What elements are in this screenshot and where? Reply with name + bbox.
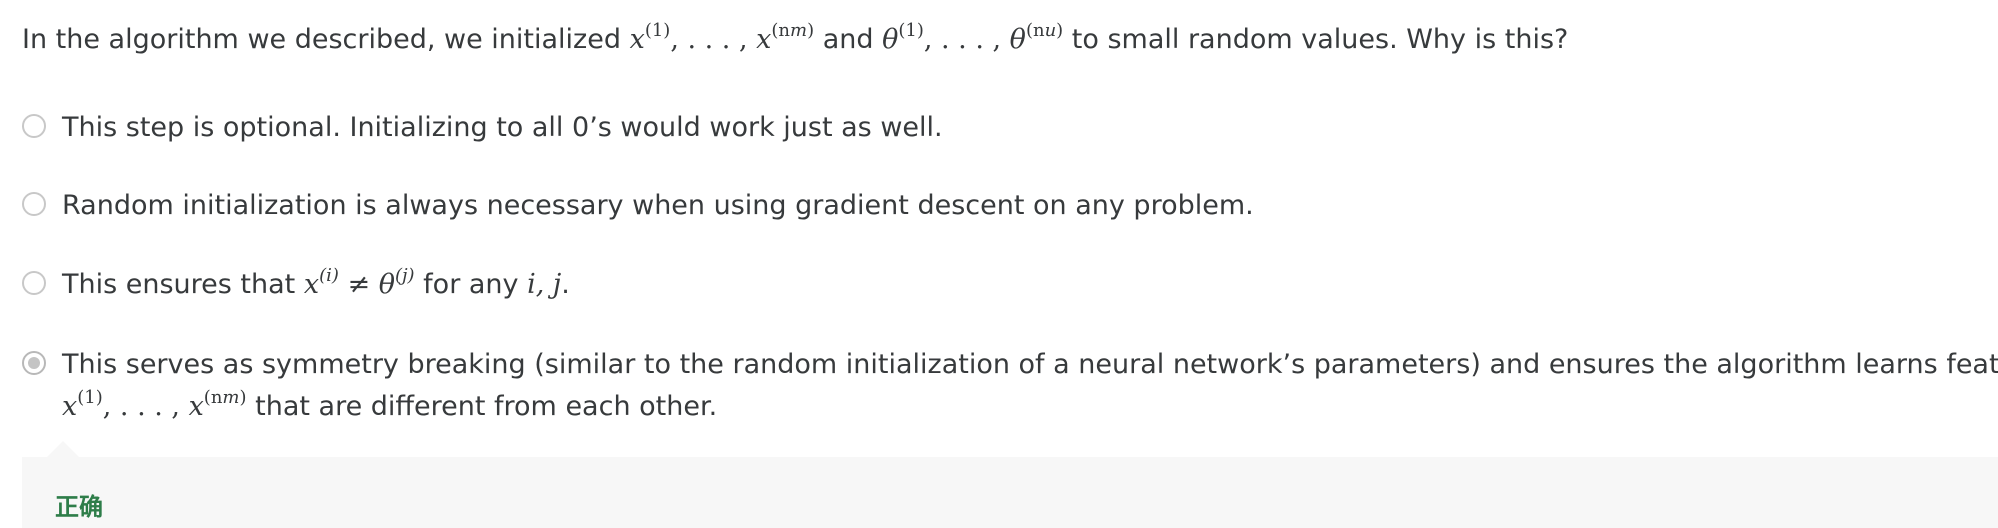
option-4-label: This serves as symmetry breaking (simila… xyxy=(62,349,1998,423)
option-1-radio[interactable] xyxy=(22,114,46,138)
theta-sequence-math: θ(1), . . . , θ(nu) xyxy=(882,20,1064,56)
option-2-label: Random initialization is always necessar… xyxy=(62,190,1254,221)
option-3-label: This ensures that x(i) ≠ θ(j) for any i,… xyxy=(62,265,570,301)
feedback-correct-label: 正确 xyxy=(55,493,103,521)
question-text: In the algorithm we described, we initia… xyxy=(22,18,1568,62)
option-2-radio[interactable] xyxy=(22,192,46,216)
option-4-radio-selected[interactable] xyxy=(22,351,46,375)
option-1-label: This step is optional. Initializing to a… xyxy=(62,112,943,143)
option-4-math: x(1), . . . , x(nm) xyxy=(62,387,247,423)
option-3-radio[interactable] xyxy=(22,271,46,295)
question-part-3: to small random values. Why is this? xyxy=(1063,24,1569,55)
question-part-2: and xyxy=(814,24,883,55)
x-sequence-math: x(1), . . . , x(nm) xyxy=(629,20,815,56)
feedback-panel: 正确 xyxy=(22,441,1998,528)
option-3-math: x(i) ≠ θ(j) xyxy=(303,265,415,301)
feedback-pointer xyxy=(47,441,79,457)
question-part-1: In the algorithm we described, we initia… xyxy=(22,24,630,55)
